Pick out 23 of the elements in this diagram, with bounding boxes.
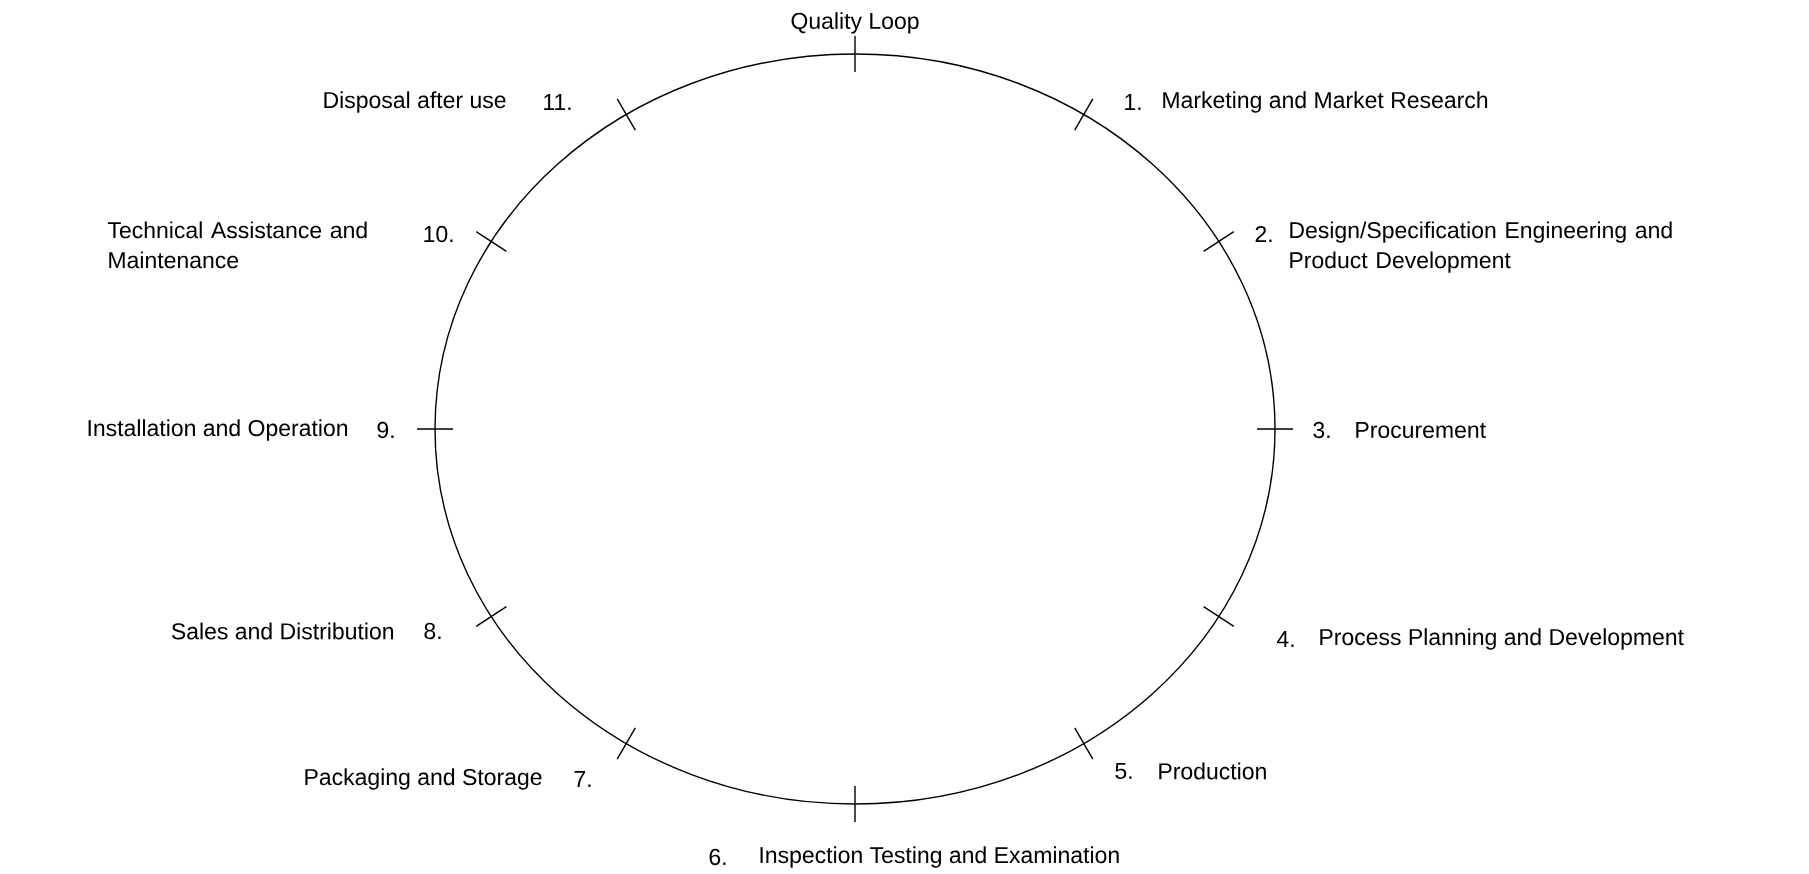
- step-label: Design/Specification Engineering and Product Development: [1290, 221, 1672, 273]
- step-number: 4.: [1276, 631, 1294, 647]
- step-number: 3.: [1313, 421, 1330, 439]
- step-label: Sales and Distribution: [171, 622, 394, 640]
- step-label: Procurement: [1356, 422, 1486, 439]
- step-label: Installation and Operation: [88, 419, 348, 441]
- step-number: 7.: [574, 771, 591, 787]
- step-number: 2.: [1255, 226, 1272, 243]
- step-number: 8.: [424, 622, 441, 640]
- step-label: Process Planning and Development: [1320, 628, 1684, 650]
- step-number: 11.: [544, 94, 571, 110]
- title: Quality Loop: [788, 10, 922, 36]
- step-label: Production: [1159, 762, 1266, 780]
- step-label: Disposal after use: [324, 91, 506, 113]
- step-label: Technical Assistance and Maintenance: [107, 221, 367, 269]
- step-label: Marketing and Market Research: [1163, 91, 1488, 113]
- step-label: Inspection Testing and Examination: [760, 846, 1119, 868]
- step-label: Packaging and Storage: [305, 768, 542, 790]
- step-number: 1.: [1125, 94, 1141, 110]
- step-number: 9.: [377, 421, 394, 439]
- step-number: 5.: [1115, 763, 1132, 780]
- step-number: 6.: [709, 848, 726, 866]
- step-number: 10.: [424, 225, 453, 243]
